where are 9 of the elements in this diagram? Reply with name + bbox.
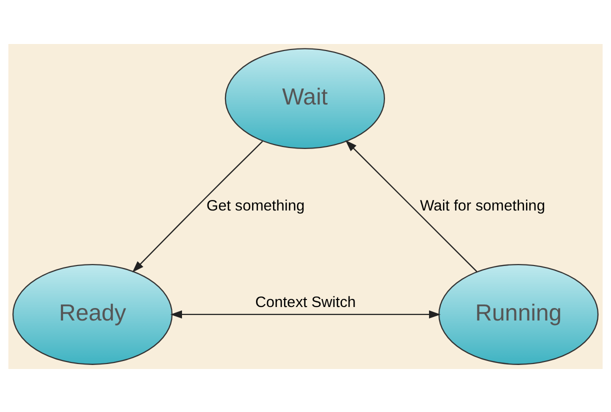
node-ellipse: Wait: [224, 48, 385, 149]
edge-label: Context Switch: [255, 293, 356, 310]
arrow: [132, 140, 263, 272]
arrow: [345, 140, 478, 272]
arrow: [170, 310, 441, 318]
node-ellipse: Ready: [12, 263, 173, 364]
edge-label: Wait for something: [420, 196, 546, 214]
edge-label: Get something: [206, 196, 305, 214]
node-ellipse: Running: [438, 263, 599, 364]
